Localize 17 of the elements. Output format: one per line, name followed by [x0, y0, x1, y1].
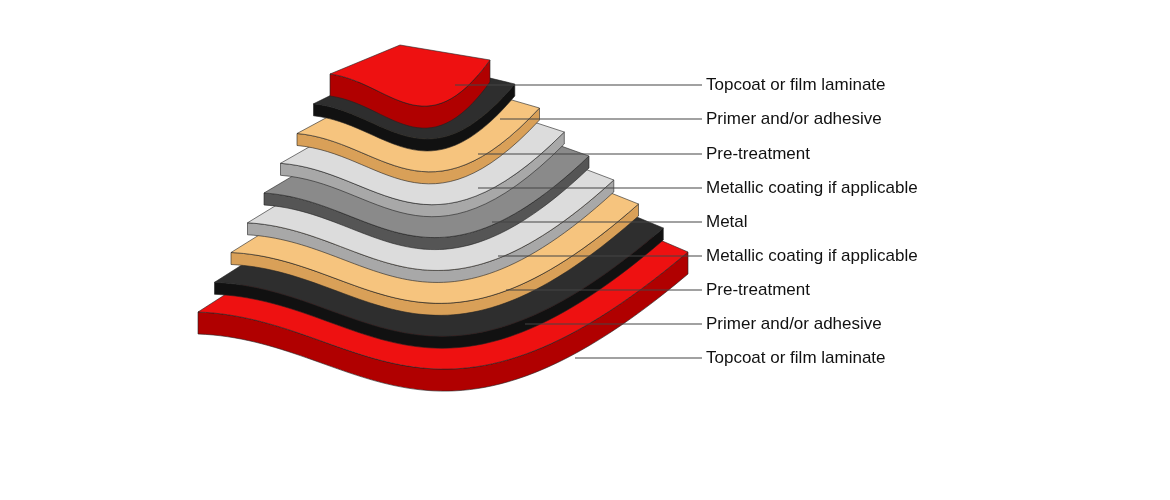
layer-label: Metal	[706, 212, 748, 232]
leader-line	[499, 118, 703, 120]
leader-line	[477, 187, 703, 189]
layer-label: Primer and/or adhesive	[706, 109, 882, 129]
layer-label: Topcoat or film laminate	[706, 348, 886, 368]
leader-line	[574, 357, 703, 359]
layer-label: Pre-treatment	[706, 144, 810, 164]
layer-label: Pre-treatment	[706, 280, 810, 300]
layer-label: Metallic coating if applicable	[706, 178, 918, 198]
leader-line	[454, 84, 703, 86]
leader-line	[477, 153, 703, 155]
layer-label: Metallic coating if applicable	[706, 246, 918, 266]
layer-label: Primer and/or adhesive	[706, 314, 882, 334]
leader-line	[491, 221, 703, 223]
leader-line	[505, 289, 703, 291]
layer-label: Topcoat or film laminate	[706, 75, 886, 95]
leader-line	[524, 323, 703, 325]
